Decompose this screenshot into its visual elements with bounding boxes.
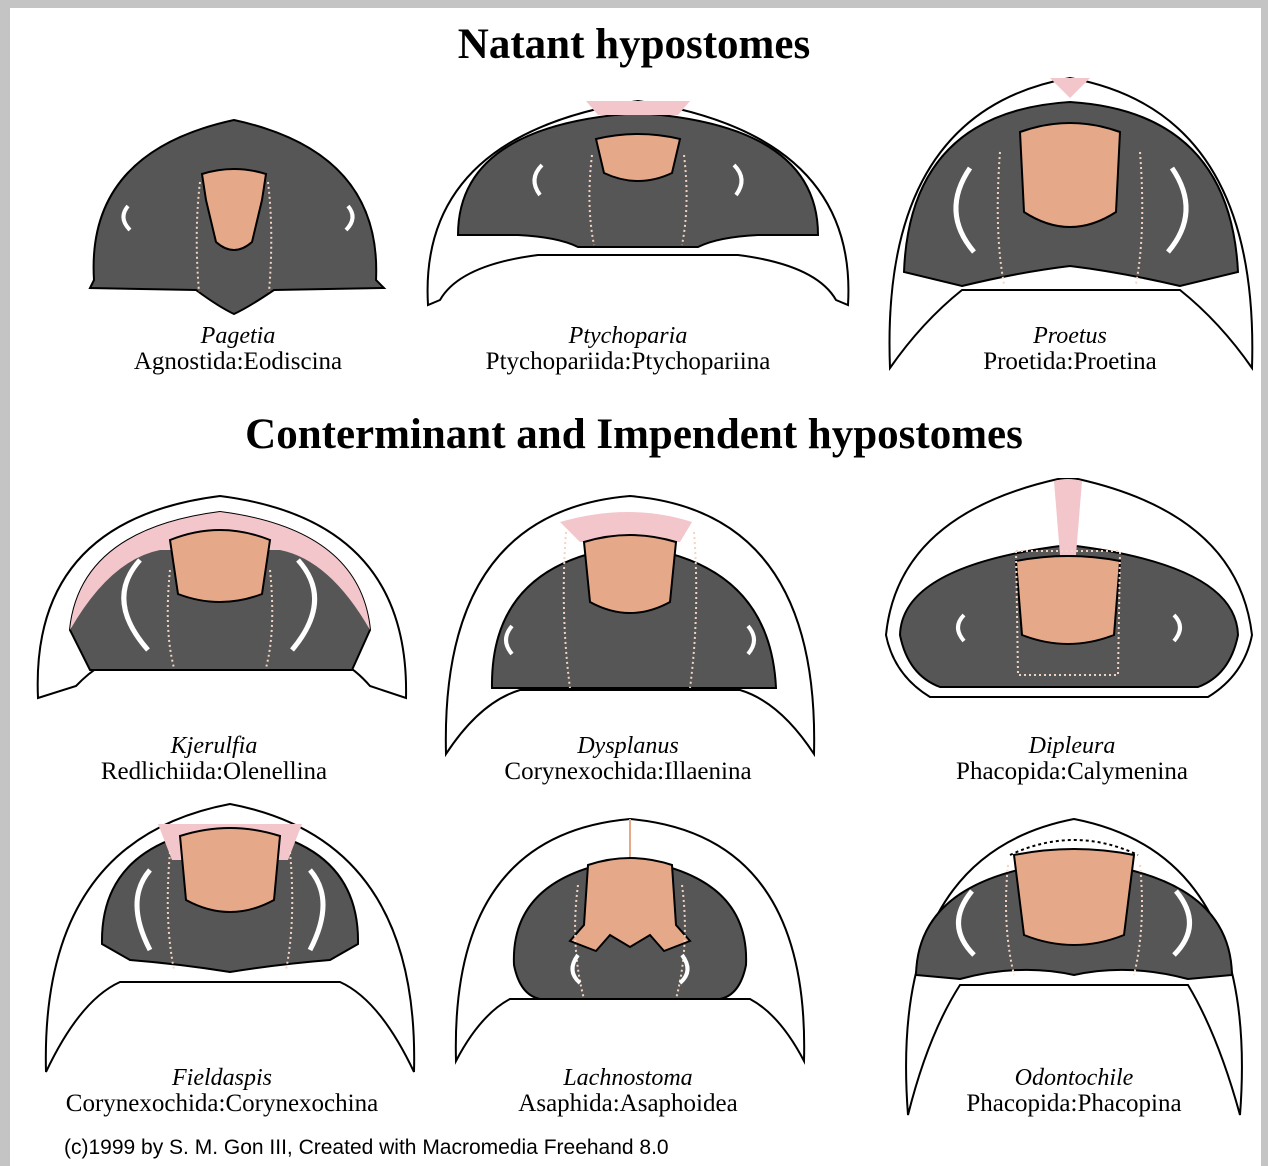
taxon-name: Proetida:Proetina: [860, 349, 1268, 375]
genus-name: Kjerulfia: [4, 733, 424, 759]
genus-name: Proetus: [860, 323, 1268, 349]
genus-name: Ptychoparia: [418, 323, 838, 349]
genus-name: Odontochile: [864, 1065, 1268, 1091]
figure-dipleura: [878, 475, 1260, 715]
figure-pagetia: [84, 92, 394, 322]
title-natant-hypostomes: Natant hypostomes: [0, 20, 1268, 69]
label-pagetia: Pagetia Agnostida:Eodiscina: [28, 323, 448, 375]
copyright-credit: (c)1999 by S. M. Gon III, Created with M…: [64, 1136, 669, 1160]
taxon-name: Ptychopariida:Ptychopariina: [418, 349, 838, 375]
taxon-name: Phacopida:Phacopina: [864, 1091, 1268, 1117]
taxon-name: Agnostida:Eodiscina: [28, 349, 448, 375]
figure-lachnostoma: [450, 815, 810, 1067]
figure-ptychoparia: [418, 95, 858, 310]
title-conterminant-impendent-hypostomes: Conterminant and Impendent hypostomes: [0, 410, 1268, 459]
taxon-name: Corynexochida:Corynexochina: [12, 1091, 432, 1117]
label-fieldaspis: Fieldaspis Corynexochida:Corynexochina: [12, 1065, 432, 1117]
label-odontochile: Odontochile Phacopida:Phacopina: [864, 1065, 1268, 1117]
taxon-name: Redlichiida:Olenellina: [4, 759, 424, 785]
genus-name: Dysplanus: [418, 733, 838, 759]
taxon-name: Asaphida:Asaphoidea: [418, 1091, 838, 1117]
genus-name: Pagetia: [28, 323, 448, 349]
taxon-name: Phacopida:Calymenina: [862, 759, 1268, 785]
genus-name: Fieldaspis: [12, 1065, 432, 1091]
label-dysplanus: Dysplanus Corynexochida:Illaenina: [418, 733, 838, 785]
genus-name: Lachnostoma: [418, 1065, 838, 1091]
genus-name: Dipleura: [862, 733, 1268, 759]
figure-kjerulfia: [30, 490, 414, 710]
figure-fieldaspis: [40, 800, 420, 1080]
figure-dysplanus: [440, 492, 820, 762]
taxon-name: Corynexochida:Illaenina: [418, 759, 838, 785]
label-lachnostoma: Lachnostoma Asaphida:Asaphoidea: [418, 1065, 838, 1117]
label-ptychoparia: Ptychoparia Ptychopariida:Ptychopariina: [418, 323, 838, 375]
label-kjerulfia: Kjerulfia Redlichiida:Olenellina: [4, 733, 424, 785]
label-dipleura: Dipleura Phacopida:Calymenina: [862, 733, 1268, 785]
label-proetus: Proetus Proetida:Proetina: [860, 323, 1268, 375]
